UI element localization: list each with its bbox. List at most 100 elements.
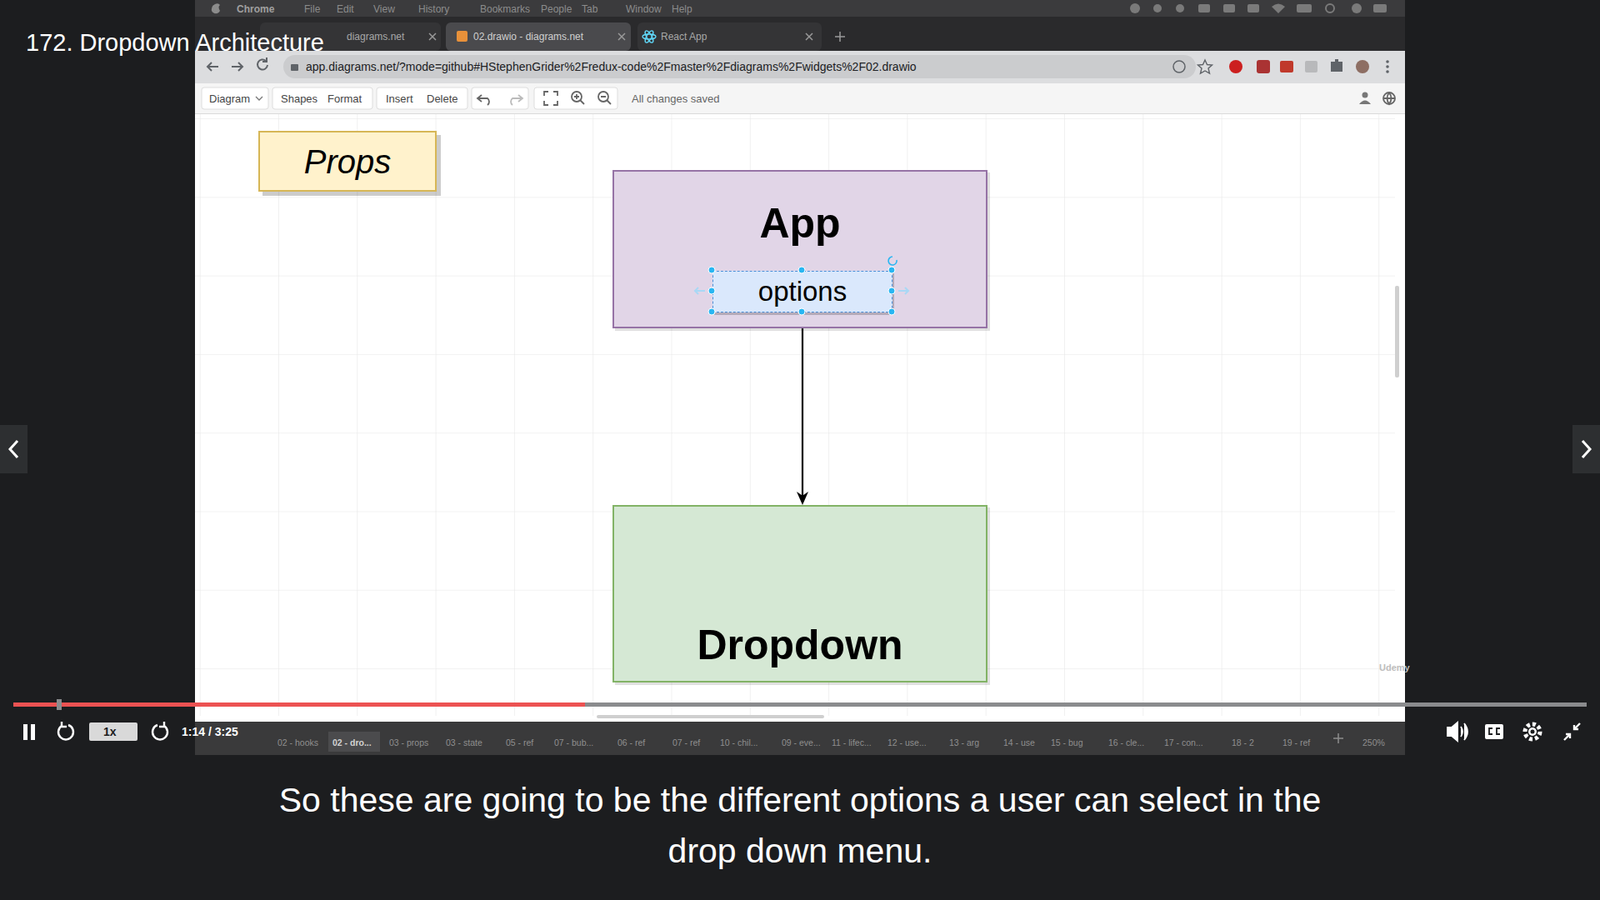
settings-icon	[1525, 724, 1540, 740]
tab-title: React App	[660, 30, 707, 43]
menu-item: View	[373, 3, 395, 15]
dot	[1385, 70, 1390, 74]
page-tab-holder: 15 - bug	[1050, 737, 1084, 749]
toolbar-item-holder: Shapes	[280, 92, 318, 106]
menu-item: Tab	[581, 3, 598, 15]
close-icon	[618, 33, 625, 40]
page-tab-holder: 03 - state	[445, 737, 483, 749]
tab-title-holder: diagrams.net	[346, 30, 405, 43]
connector-arrow	[796, 312, 809, 505]
url-field	[283, 55, 1196, 79]
page-tab-holder: 17 - con...	[1164, 737, 1204, 749]
lecture-title: 172. Dropdown Architecture	[25, 28, 325, 57]
horizontal-scrollbar	[596, 715, 825, 719]
page-tab-bar	[195, 721, 1405, 755]
prev-lecture-button	[0, 425, 28, 474]
connect-arrow	[898, 287, 909, 295]
atom-orbit	[642, 34, 656, 40]
resize-handle	[798, 308, 805, 315]
close-icon	[805, 33, 813, 40]
page-tab: 05 - ref	[505, 737, 534, 749]
pause-bar	[23, 724, 28, 740]
component-box: Appoptions	[612, 170, 988, 329]
tab-title-holder: React App	[660, 30, 707, 43]
wifi-icon	[1271, 4, 1285, 15]
settings-icon-hole	[1530, 730, 1535, 735]
page-tab-holder: 02 - dro...	[332, 737, 372, 749]
page-tab-holder: 06 - ref	[617, 737, 645, 749]
node-text: Dropdown	[696, 621, 903, 670]
tab-bar	[195, 16, 1405, 51]
resize-handle	[708, 266, 715, 274]
close-icon	[429, 33, 436, 40]
watermark: Udemy	[1379, 662, 1410, 674]
forward-icon	[231, 62, 243, 71]
subtitle-caption: So these are going to be the different o…	[258, 775, 1342, 877]
search-icon	[1325, 4, 1335, 13]
globe-icon	[1383, 92, 1395, 105]
menu-item-holder: History	[418, 3, 450, 15]
status-icon	[1223, 4, 1235, 13]
back-icon	[207, 62, 219, 71]
caption-holder: So these are going to be the different o…	[258, 775, 1342, 877]
menu-item: History	[418, 3, 450, 15]
redo-icon	[510, 95, 523, 105]
menu-item: Bookmarks	[480, 3, 530, 15]
extension-icon	[1173, 60, 1185, 73]
star-icon	[1198, 60, 1213, 74]
connector-line	[801, 312, 804, 497]
page-tab: 03 - props	[389, 737, 429, 749]
progress-played	[13, 702, 585, 707]
menu-item: File	[304, 3, 320, 15]
new-tab-icon	[835, 31, 845, 42]
puzzle-icon	[1330, 59, 1343, 72]
menubar-icons	[1130, 3, 1387, 14]
toolbar-button	[376, 87, 468, 110]
captions-icon	[1489, 728, 1500, 735]
watermark-holder: Udemy	[1379, 662, 1410, 674]
node-text: options	[758, 275, 847, 308]
page-tab: 07 - ref	[672, 737, 700, 749]
video-area	[195, 0, 1405, 755]
page-tab-active	[328, 731, 380, 752]
toolbar-item-holder: Insert	[385, 92, 414, 106]
tab-favicon	[456, 30, 468, 42]
page-tab: 13 - arg	[949, 737, 980, 749]
react-favicon	[642, 30, 656, 45]
time-display-holder: 1:14 / 3:25	[181, 725, 239, 740]
dot	[1385, 65, 1390, 69]
speed-text: 1x	[103, 725, 117, 740]
save-status: All changes saved	[631, 92, 720, 106]
page-tab-holder: 18 - 2	[1231, 737, 1255, 749]
rotate-handle	[888, 256, 897, 265]
extension-icon	[1305, 60, 1318, 73]
extension-icon	[1280, 60, 1294, 73]
user-icon	[1362, 92, 1369, 99]
pause-bar	[30, 724, 35, 740]
atom-orbit	[643, 30, 655, 45]
extension-icon	[1229, 60, 1243, 74]
fullscreen-icon	[544, 91, 558, 105]
avatar-icon	[1355, 60, 1370, 74]
page-tab-holder: 10 - chil...	[720, 737, 759, 749]
toolbar-button	[471, 87, 529, 110]
url-text-holder: app.diagrams.net/?mode=github#HStephenGr…	[305, 60, 917, 75]
page-tab-holder: 05 - ref	[505, 737, 534, 749]
toolbar-button	[201, 87, 269, 110]
page-tab: 02 - hooks	[277, 737, 319, 749]
page-tab: 09 - eve...	[781, 737, 821, 749]
resize-handle	[888, 287, 895, 295]
page-tab-holder: 13 - arg	[949, 737, 980, 749]
chevron-left	[10, 440, 18, 458]
toolbar-button	[534, 87, 618, 110]
menu-item-holder: View	[373, 3, 395, 15]
toolbar-button	[272, 87, 373, 110]
speed-text-holder: 1x	[103, 725, 117, 740]
extension-icon	[1256, 60, 1270, 74]
toolbar-item: Insert	[385, 92, 414, 106]
lock-icon	[290, 64, 299, 71]
page-tab: 03 - state	[445, 737, 483, 749]
chevron-right	[1582, 440, 1590, 458]
volume-icon	[1447, 722, 1468, 741]
